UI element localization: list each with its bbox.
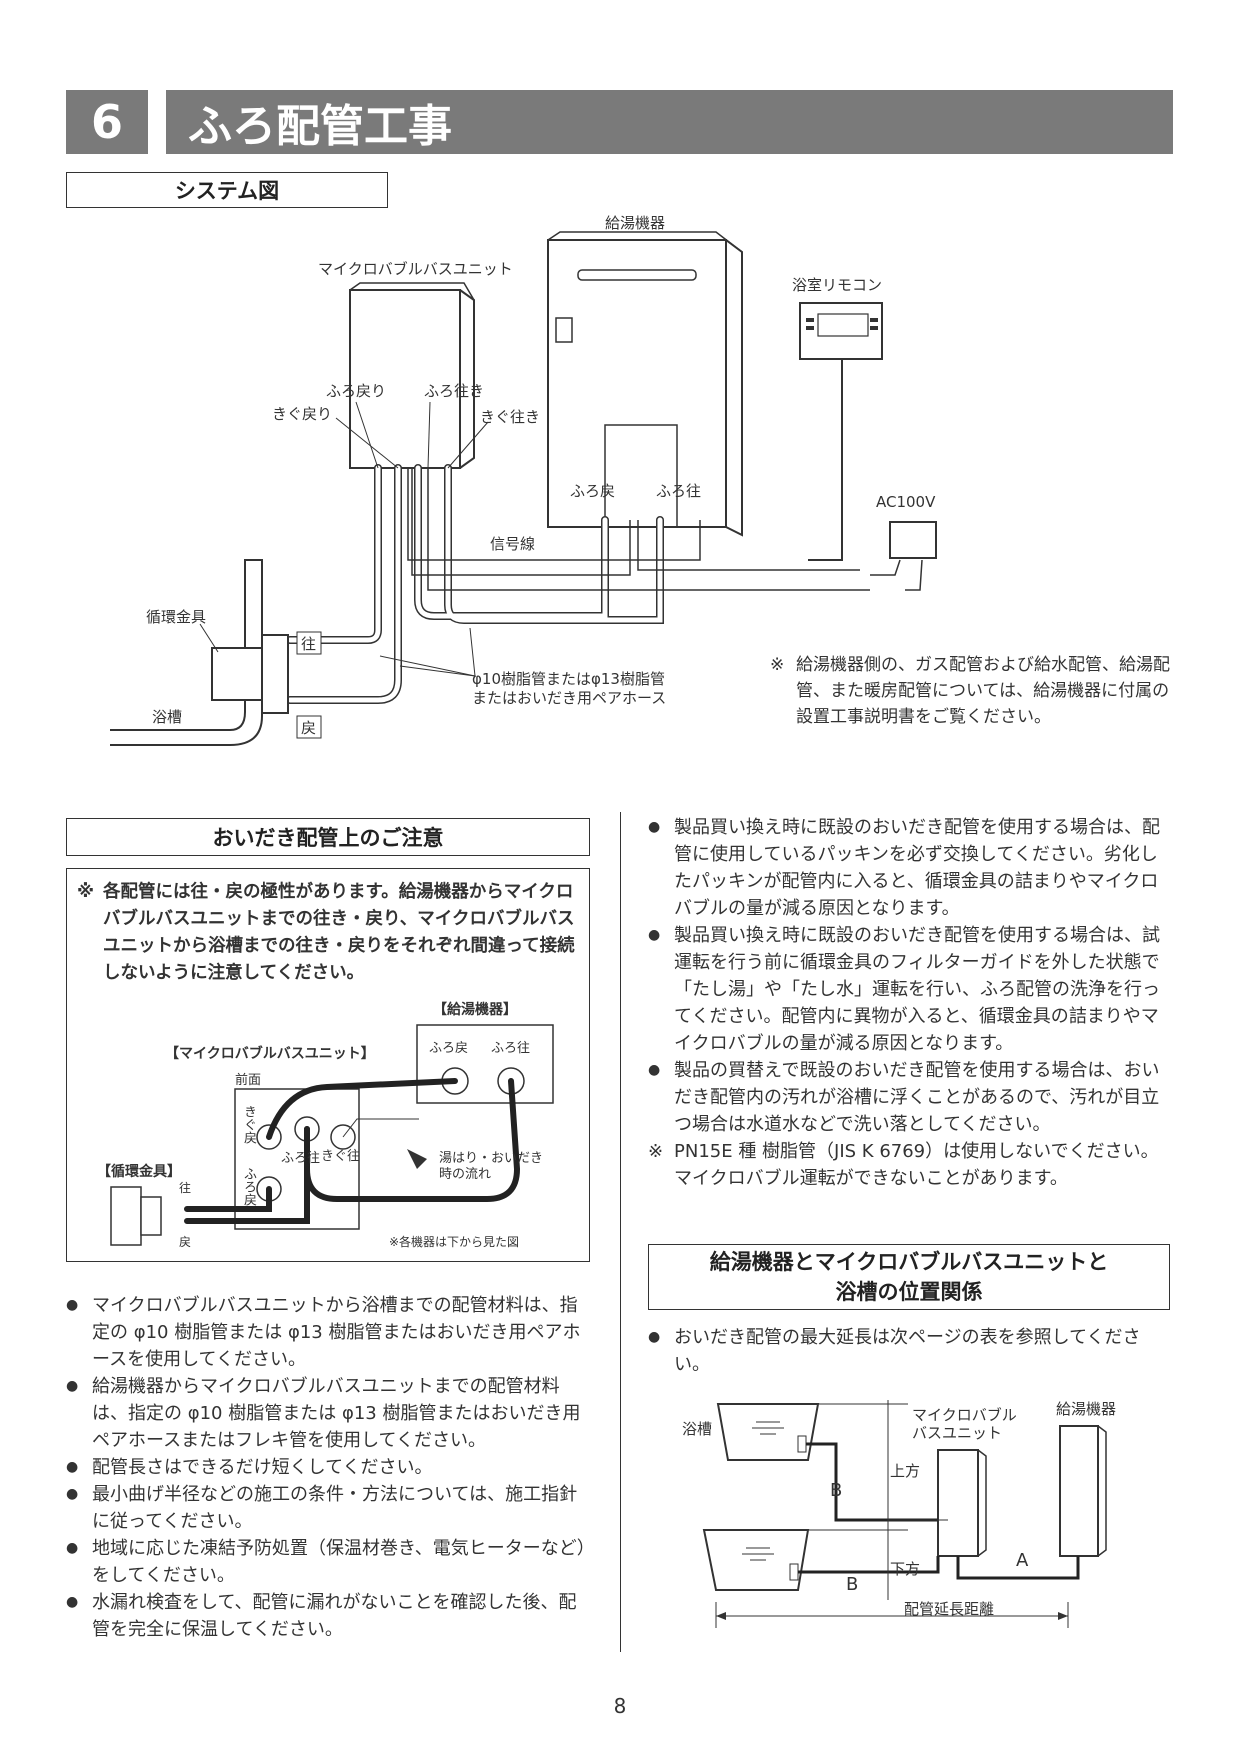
oidaki-yuki: 往 [179, 1181, 192, 1195]
label-kigu-yuki: きぐ往き [480, 408, 541, 426]
oidaki-unit-tag: 【マイクロバブルバスユニット】 [165, 1046, 375, 1062]
oidaki-bullet-6: 水漏れ検査をして、配管に漏れがないことを確認した後、配管を完全に保温してください… [66, 1589, 590, 1643]
oidaki-unit-furo-yuki: ふろ往 [281, 1151, 321, 1166]
position-bullet: おいだき配管の最大延長は次ページの表を参照してください。 [648, 1324, 1174, 1378]
pos-upper: 上方 [890, 1462, 921, 1480]
pos-distance: 配管延長距離 [904, 1600, 995, 1618]
oidaki-warning: 各配管には往・戻の極性があります。給湯機器からマイクロバブルバスユニットまでの往… [77, 879, 575, 987]
page-number: 8 [613, 1694, 627, 1718]
label-heater-furo-modori: ふろ戻 [570, 482, 616, 500]
right-note: PN15E 種 樹脂管（JIS K 6769）は使用しないでください。マイクロバ… [648, 1138, 1174, 1192]
pos-lower: 下方 [890, 1560, 921, 1578]
position-heading: 給湯機器とマイクロバブルバスユニットと 浴槽の位置関係 [648, 1244, 1170, 1310]
label-kigu-modori: きぐ戻り [272, 405, 333, 423]
label-bath-remote: 浴室リモコン [792, 276, 883, 294]
oidaki-kigu-modori: きぐ戻 [241, 1105, 256, 1144]
label-circulation-fitting: 循環金具 [146, 608, 207, 626]
label-heater-furo-yuki: ふろ往 [656, 482, 702, 500]
right-bullet-2: 製品買い換え時に既設のおいだき配管を使用する場合は、試運転を行う前に循環金具のフ… [648, 922, 1174, 1057]
oidaki-flow-2: 時の流れ [439, 1167, 492, 1182]
page-title: ふろ配管工事 [166, 90, 1173, 154]
oidaki-bullet-4: 最小曲げ半径などの施工の条件・方法については、施工指針に従ってください。 [66, 1481, 590, 1535]
system-diagram [110, 231, 937, 746]
oidaki-kigu-yuki: きぐ往 [321, 1149, 361, 1164]
oidaki-modori: 戻 [179, 1235, 192, 1249]
oidaki-bullet-2: 給湯機器からマイクロバブルバスユニットまでの配管材料は、指定の φ10 樹脂管ま… [66, 1373, 590, 1454]
position-heading-line2: 浴槽の位置関係 [835, 1280, 983, 1304]
pos-b-lower: B [846, 1574, 859, 1595]
label-yuki: 往 [301, 635, 317, 653]
label-pipe-spec-1: φ10樹脂管またはφ13樹脂管 [472, 670, 665, 688]
right-bullet-1: 製品買い換え時に既設のおいだき配管を使用する場合は、配管に使用しているパッキンを… [648, 814, 1174, 922]
label-ac: AC100V [876, 493, 936, 511]
right-bullet-3: 製品の買替えで既設のおいだき配管を使用する場合は、おいだき配管内の汚れが浴槽に浮… [648, 1057, 1174, 1138]
pos-bathtub: 浴槽 [682, 1420, 713, 1438]
position-heading-line1: 給湯機器とマイクロバブルバスユニットと [709, 1250, 1109, 1274]
oidaki-heading: おいだき配管上のご注意 [66, 818, 590, 856]
oidaki-furo-yuki: ふろ往 [491, 1041, 531, 1056]
ac-outlet [889, 521, 937, 559]
signal-lines [407, 468, 870, 591]
column-divider [620, 812, 621, 1652]
oidaki-flow-1: 湯はり・おいだき [439, 1151, 544, 1166]
oidaki-caution-box: 各配管には往・戻の極性があります。給湯機器からマイクロバブルバスユニットまでの往… [66, 868, 590, 1262]
section-number: 6 [66, 90, 148, 154]
bathtub-illustration [110, 559, 289, 746]
label-water-heater: 給湯機器 [605, 214, 666, 232]
bath-remote-illustration [799, 302, 883, 561]
label-furo-modori: ふろ戻り [326, 382, 387, 400]
position-diagram [702, 1400, 1107, 1628]
label-microbubble-unit: マイクロバブルバスユニット [318, 260, 513, 278]
label-bathtub: 浴槽 [152, 708, 183, 726]
oidaki-bullet-5: 地域に応じた凍結予防処置（保温材巻き、電気ヒーターなど）をしてください。 [66, 1535, 590, 1589]
pos-b-upper: B [830, 1480, 843, 1501]
oidaki-diagram [110, 1024, 554, 1246]
oidaki-front: 前面 [235, 1073, 262, 1088]
system-diagram-note: 給湯機器側の、ガス配管および給水配管、給湯配管、また暖房配管については、給湯機器… [770, 652, 1170, 730]
pos-water-heater: 給湯機器 [1056, 1400, 1117, 1418]
pos-a: A [1016, 1550, 1029, 1571]
system-diagram-heading: システム図 [66, 172, 388, 208]
oidaki-bullet-3: 配管長さはできるだけ短くしてください。 [66, 1454, 590, 1481]
label-modori: 戻 [301, 719, 317, 737]
oidaki-bullet-1: マイクロバブルバスユニットから浴槽までの配管材料は、指定の φ10 樹脂管または… [66, 1292, 590, 1373]
pos-unit-line2: バスユニット [912, 1424, 1003, 1442]
pos-unit-line1: マイクロバブル [912, 1406, 1017, 1424]
label-signal-line: 信号線 [490, 535, 536, 553]
oidaki-fitting-tag: 【循環金具】 [97, 1164, 181, 1180]
water-heater-illustration [547, 231, 743, 537]
oidaki-view-note: ※各機器は下から見た図 [389, 1235, 520, 1249]
oidaki-unit-furo-modori: ふろ戻 [241, 1167, 256, 1206]
label-pipe-spec-2: またはおいだき用ペアホース [472, 689, 667, 707]
oidaki-furo-modori: ふろ戻 [429, 1041, 469, 1056]
oidaki-heater-tag: 【給湯機器】 [433, 1002, 517, 1018]
label-furo-yuki: ふろ往き [424, 382, 485, 400]
